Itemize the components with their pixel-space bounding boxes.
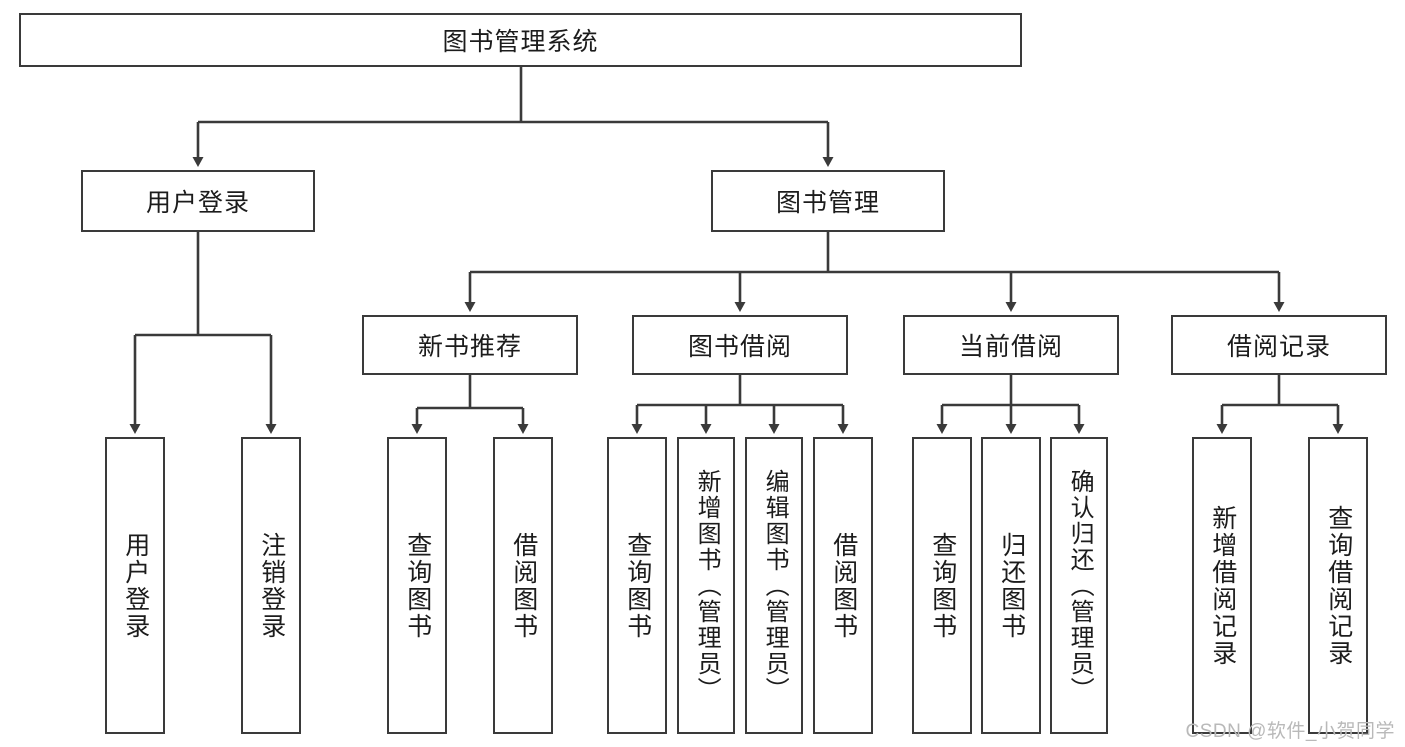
leaf-query-book-recommend[interactable]: 查询图书 (387, 437, 447, 734)
node-label: 图书管理 (775, 189, 880, 217)
node-label: 用户登录 (145, 189, 250, 217)
node-root-book-management-system[interactable]: 图书管理系统 (19, 13, 1022, 67)
leaf-logout-login[interactable]: 注销登录 (241, 437, 301, 734)
node-label: 编辑图书（管理员） (761, 468, 789, 703)
leaf-edit-book-admin[interactable]: 编辑图书（管理员） (745, 437, 803, 734)
leaf-query-borrow-record[interactable]: 查询借阅记录 (1308, 437, 1368, 734)
node-label: 查询图书 (403, 531, 432, 640)
node-label: 借阅记录 (1226, 333, 1331, 361)
node-label: 新增图书（管理员） (693, 468, 721, 703)
node-book-management[interactable]: 图书管理 (711, 170, 945, 232)
node-label: 注销登录 (257, 531, 286, 640)
node-label: 当前借阅 (958, 333, 1063, 361)
node-label: 图书管理系统 (442, 28, 599, 56)
node-borrow-record[interactable]: 借阅记录 (1171, 315, 1387, 375)
node-new-book-recommend[interactable]: 新书推荐 (362, 315, 578, 375)
node-label: 借阅图书 (829, 531, 858, 640)
leaf-confirm-return-admin[interactable]: 确认归还（管理员） (1050, 437, 1108, 734)
node-book-borrow[interactable]: 图书借阅 (632, 315, 848, 375)
leaf-add-borrow-record[interactable]: 新增借阅记录 (1192, 437, 1252, 734)
leaf-query-book-current[interactable]: 查询图书 (912, 437, 972, 734)
node-label: 查询图书 (928, 531, 957, 640)
leaf-return-book[interactable]: 归还图书 (981, 437, 1041, 734)
node-current-borrow[interactable]: 当前借阅 (903, 315, 1119, 375)
node-label: 查询图书 (623, 531, 652, 640)
node-label: 归还图书 (997, 531, 1026, 640)
node-label: 确认归还（管理员） (1066, 468, 1094, 703)
leaf-user-login[interactable]: 用户登录 (105, 437, 165, 734)
node-label: 新增借阅记录 (1208, 504, 1237, 667)
leaf-query-book-borrow[interactable]: 查询图书 (607, 437, 667, 734)
node-label: 查询借阅记录 (1324, 504, 1353, 667)
node-label: 用户登录 (121, 531, 150, 640)
leaf-borrow-book-recommend[interactable]: 借阅图书 (493, 437, 553, 734)
node-label: 图书借阅 (687, 333, 792, 361)
node-label: 新书推荐 (417, 333, 522, 361)
node-label: 借阅图书 (509, 531, 538, 640)
node-user-login[interactable]: 用户登录 (81, 170, 315, 232)
leaf-add-book-admin[interactable]: 新增图书（管理员） (677, 437, 735, 734)
leaf-borrow-book[interactable]: 借阅图书 (813, 437, 873, 734)
